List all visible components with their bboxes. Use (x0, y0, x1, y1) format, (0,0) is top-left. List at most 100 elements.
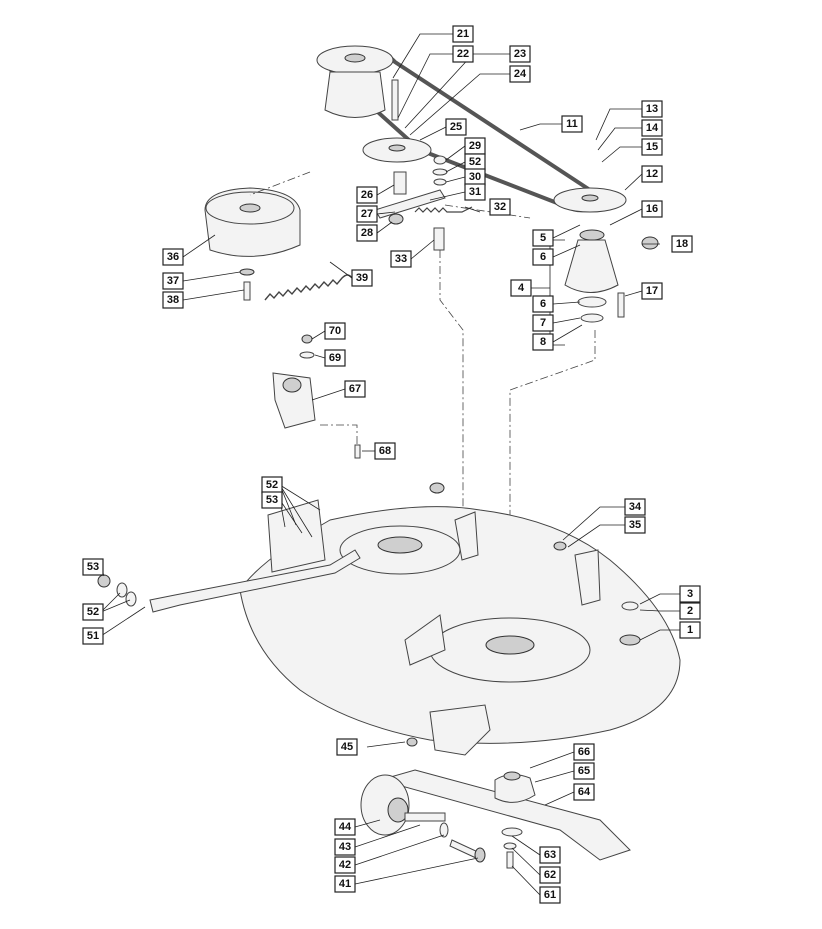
svg-text:23: 23 (514, 48, 526, 60)
svg-text:53: 53 (87, 561, 99, 573)
callout-51: 51 (82, 627, 104, 645)
callout-52-deck: 52 (261, 476, 283, 494)
deck-front-bracket (429, 704, 491, 756)
callout-36: 36 (162, 248, 184, 266)
svg-text:13: 13 (646, 103, 658, 115)
callout-23: 23 (509, 45, 531, 63)
callout-52-top: 52 (464, 153, 486, 171)
svg-text:67: 67 (349, 383, 361, 395)
svg-text:39: 39 (356, 272, 368, 284)
callout-6-upper: 6 (532, 248, 554, 266)
svg-text:25: 25 (450, 121, 462, 133)
svg-text:62: 62 (544, 869, 556, 881)
callout-53-deck: 53 (261, 491, 283, 509)
callout-69: 69 (324, 349, 346, 367)
callout-53-left: 53 (82, 558, 104, 576)
washer-63 (501, 827, 523, 837)
svg-text:45: 45 (341, 741, 353, 753)
callout-45: 45 (336, 738, 358, 756)
svg-text:16: 16 (646, 203, 658, 215)
svg-text:3: 3 (687, 588, 693, 600)
svg-text:8: 8 (540, 336, 546, 348)
callout-16: 16 (641, 200, 663, 218)
svg-text:34: 34 (629, 501, 642, 513)
svg-text:28: 28 (361, 227, 373, 239)
callout-8: 8 (532, 333, 554, 351)
svg-text:65: 65 (578, 765, 590, 777)
callout-5: 5 (532, 229, 554, 247)
svg-text:69: 69 (329, 352, 341, 364)
callout-24: 24 (509, 65, 531, 83)
callout-42: 42 (334, 856, 356, 874)
svg-text:14: 14 (646, 122, 659, 134)
svg-text:63: 63 (544, 849, 556, 861)
callout-15: 15 (641, 138, 663, 156)
callout-31: 31 (464, 183, 486, 201)
spacer-26 (393, 171, 407, 195)
callout-3: 3 (679, 585, 701, 603)
blade-spindle-housing (564, 239, 619, 293)
svg-text:29: 29 (469, 140, 481, 152)
svg-text:17: 17 (646, 285, 658, 297)
bolt-38 (243, 281, 251, 301)
svg-text:35: 35 (629, 519, 641, 531)
washer-69 (299, 351, 315, 359)
svg-text:6: 6 (540, 298, 546, 310)
callout-68: 68 (374, 442, 396, 460)
callout-63: 63 (539, 846, 561, 864)
callout-17: 17 (641, 282, 663, 300)
bolt-68 (354, 444, 361, 459)
callout-26: 26 (356, 186, 378, 204)
pivot-pin (433, 227, 445, 251)
bolt-17 (617, 292, 625, 318)
svg-text:30: 30 (469, 171, 481, 183)
svg-text:64: 64 (578, 786, 591, 798)
svg-text:11: 11 (566, 118, 578, 130)
svg-text:1: 1 (687, 624, 693, 636)
idler-arm (374, 189, 446, 219)
callout-labels: 21 22 23 24 25 11 13 14 15 12 16 18 17 5… (82, 25, 701, 904)
callout-44: 44 (334, 818, 356, 836)
callout-21: 21 (452, 25, 474, 43)
callout-35: 35 (624, 516, 646, 534)
callout-27: 27 (356, 205, 378, 223)
svg-text:61: 61 (544, 889, 556, 901)
callout-52-left: 52 (82, 603, 104, 621)
callout-4: 4 (510, 279, 532, 297)
callout-6-lower: 6 (532, 295, 554, 313)
svg-text:51: 51 (87, 630, 99, 642)
callout-39: 39 (351, 269, 373, 287)
callout-25: 25 (445, 118, 467, 136)
bolt-21 (391, 79, 399, 121)
svg-text:52: 52 (266, 479, 278, 491)
callout-61: 61 (539, 886, 561, 904)
lift-rod (149, 549, 361, 613)
svg-text:42: 42 (339, 859, 351, 871)
bushing-28 (388, 213, 404, 225)
callout-64: 64 (573, 783, 595, 801)
belt-drive-assembly (204, 45, 659, 323)
nut-70 (301, 334, 313, 344)
callout-33: 33 (390, 250, 412, 268)
svg-text:2: 2 (687, 605, 693, 617)
callout-leaders (100, 33, 680, 896)
wheel-bolt (449, 839, 479, 859)
callout-66: 66 (573, 743, 595, 761)
callout-22: 22 (452, 45, 474, 63)
svg-text:43: 43 (339, 841, 351, 853)
svg-text:70: 70 (329, 325, 341, 337)
svg-text:52: 52 (87, 606, 99, 618)
svg-text:33: 33 (395, 253, 407, 265)
callout-38: 38 (162, 291, 184, 309)
small-spring (414, 206, 473, 213)
callout-70: 70 (324, 322, 346, 340)
svg-text:15: 15 (646, 141, 658, 153)
washer-62 (503, 842, 517, 850)
svg-text:24: 24 (514, 68, 527, 80)
callout-14: 14 (641, 119, 663, 137)
svg-text:7: 7 (540, 317, 546, 329)
svg-text:22: 22 (457, 48, 469, 60)
callout-32: 32 (489, 198, 511, 216)
washer-42 (439, 822, 449, 838)
bracket-assembly (272, 334, 361, 459)
